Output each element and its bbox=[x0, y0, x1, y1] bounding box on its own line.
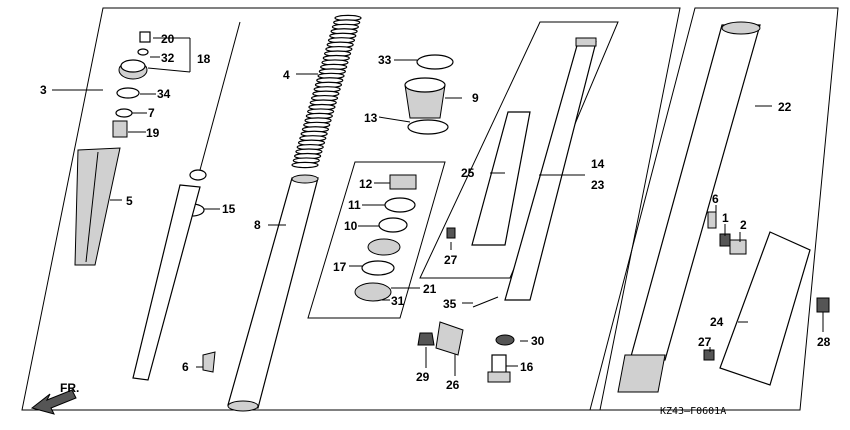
part-7-washer bbox=[115, 108, 133, 118]
part-22-fork-assembly bbox=[617, 21, 761, 393]
leader-lines bbox=[52, 37, 824, 376]
callout-9: 9 bbox=[472, 91, 479, 105]
part-18-cap bbox=[118, 59, 148, 80]
callout-2: 2 bbox=[740, 218, 747, 232]
part-31-seal bbox=[367, 238, 401, 256]
part-15-damper-rod bbox=[132, 21, 241, 381]
callout-27-a: 27 bbox=[444, 253, 458, 267]
callout-29: 29 bbox=[416, 370, 430, 384]
callout-8: 8 bbox=[254, 218, 261, 232]
part-21-dust-seal bbox=[354, 282, 392, 302]
part-12-seal bbox=[389, 174, 417, 190]
callout-26: 26 bbox=[446, 378, 460, 392]
part-6-clip-b bbox=[707, 211, 717, 229]
callout-10: 10 bbox=[344, 219, 358, 233]
callout-33: 33 bbox=[378, 53, 392, 67]
callout-3: 3 bbox=[40, 83, 47, 97]
part-20-bolt bbox=[139, 31, 151, 43]
callout-23: 23 bbox=[591, 178, 605, 192]
part-34-washer bbox=[116, 87, 140, 99]
part-24-guard bbox=[719, 231, 811, 386]
part-8-inner-tube bbox=[227, 174, 319, 412]
callout-34: 34 bbox=[157, 87, 171, 101]
callout-16: 16 bbox=[520, 360, 534, 374]
part-25-guard bbox=[471, 111, 531, 246]
callout-24: 24 bbox=[710, 315, 724, 329]
callout-15: 15 bbox=[222, 202, 236, 216]
callout-1: 1 bbox=[722, 211, 729, 225]
callout-12: 12 bbox=[359, 177, 373, 191]
callout-32: 32 bbox=[161, 51, 175, 65]
part-27-bolt-a bbox=[446, 227, 456, 239]
front-direction-arrow: FR. bbox=[30, 381, 79, 415]
part-5-guard bbox=[74, 147, 121, 266]
diagram-code: KZ43–F0601A bbox=[660, 406, 726, 417]
part-30-washer bbox=[495, 334, 515, 346]
part-10-washer bbox=[378, 217, 408, 233]
part-4-spring bbox=[291, 14, 362, 169]
callout-35: 35 bbox=[443, 297, 457, 311]
part-32-oring bbox=[137, 48, 149, 56]
spring-coil bbox=[291, 161, 319, 169]
part-26-clamp bbox=[435, 321, 464, 356]
callout-14: 14 bbox=[591, 157, 605, 171]
callout-21: 21 bbox=[423, 282, 437, 296]
callout-11: 11 bbox=[348, 198, 361, 212]
callout-13: 13 bbox=[364, 111, 378, 125]
part-9-bushing bbox=[404, 77, 446, 119]
callout-30: 30 bbox=[531, 334, 545, 348]
callout-5: 5 bbox=[126, 194, 133, 208]
lower-sub-frame bbox=[419, 21, 619, 279]
right-assembly-frame bbox=[589, 7, 839, 411]
callout-18: 18 bbox=[197, 52, 211, 66]
callout-6-left: 6 bbox=[182, 360, 189, 374]
callout-17: 17 bbox=[333, 260, 347, 274]
part-16-bolt bbox=[487, 354, 511, 383]
front-label: FR. bbox=[60, 381, 79, 395]
callout-labels: 3 20 32 18 34 7 19 5 15 4 8 6 33 9 13 12… bbox=[40, 32, 831, 392]
callout-19: 19 bbox=[146, 126, 160, 140]
part-27-bolt-b bbox=[703, 349, 715, 361]
callout-28: 28 bbox=[817, 335, 831, 349]
part-29-nut bbox=[417, 332, 435, 346]
callout-25: 25 bbox=[461, 166, 475, 180]
part-13-clip bbox=[407, 119, 449, 135]
part-6-clip bbox=[202, 351, 216, 373]
sub-assembly-frame bbox=[307, 161, 446, 319]
part-14-outer-tube bbox=[504, 37, 597, 301]
part-19-nut bbox=[112, 120, 128, 138]
callout-7: 7 bbox=[148, 106, 155, 120]
part-35-pin bbox=[472, 296, 499, 308]
callout-22: 22 bbox=[778, 100, 792, 114]
part-11-ring bbox=[384, 197, 416, 213]
part-33-oring bbox=[416, 54, 454, 70]
part-2-bracket bbox=[729, 239, 747, 255]
callout-20: 20 bbox=[161, 32, 175, 46]
callout-27-b: 27 bbox=[698, 335, 712, 349]
part-28-bolt bbox=[816, 297, 830, 313]
callout-4: 4 bbox=[283, 68, 290, 82]
callout-31: 31 bbox=[391, 294, 405, 308]
callout-6-right: 6 bbox=[712, 192, 719, 206]
part-17-clip bbox=[361, 260, 395, 276]
